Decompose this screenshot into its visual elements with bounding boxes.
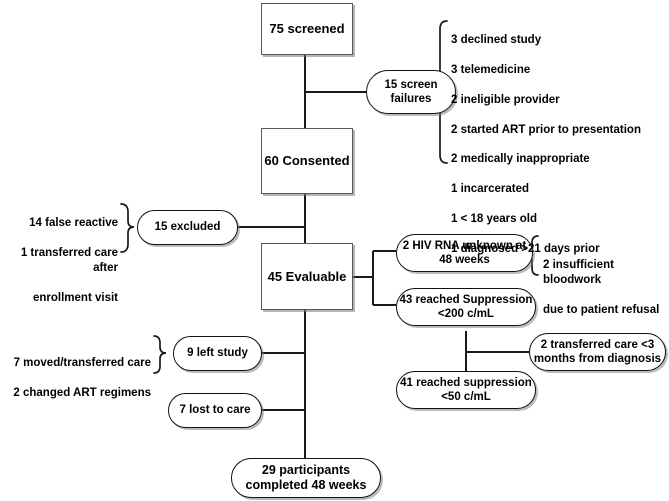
node-41-reached-suppression-50[interactable]: 41 reached suppression <50 c/mL — [396, 371, 536, 409]
annotation-hiv-rna-reason: 2 insufficient bloodwork due to patient … — [543, 243, 669, 333]
annotation-line: 1 < 18 years old — [451, 213, 537, 226]
node-label: 2 HIV RNA unknown at 48 weeks — [402, 239, 527, 266]
node-15-excluded[interactable]: 15 excluded — [137, 210, 238, 245]
annotation-line: 3 declined study — [451, 33, 542, 46]
node-15-screen-failures[interactable]: 15 screen failures — [366, 70, 456, 114]
annotation-screen-failure-reasons: 3 declined study 3 telemedicine 2 inelig… — [451, 18, 641, 272]
brace-exclusions — [120, 203, 135, 253]
annotation-line: 1 incarcerated — [451, 183, 529, 196]
node-2-transferred-care[interactable]: 2 transferred care <3 months from diagno… — [529, 333, 666, 371]
node-label: 43 reached Suppression <200 c/mL — [399, 293, 533, 320]
annotation-exclusion-reasons: 14 false reactive 1 transferred care aft… — [0, 201, 118, 321]
node-label: 15 excluded — [154, 221, 221, 234]
node-75-screened[interactable]: 75 screened — [261, 3, 353, 55]
annotation-line: due to patient refusal — [543, 303, 660, 316]
node-label: 41 reached suppression <50 c/mL — [400, 376, 532, 403]
annotation-line: 2 insufficient bloodwork — [543, 258, 614, 286]
brace-left-study — [153, 335, 167, 374]
annotation-line: 2 ineligible provider — [451, 93, 560, 106]
node-label: 45 Evaluable — [267, 268, 347, 284]
annotation-line: 3 telemedicine — [451, 63, 531, 76]
node-29-participants-completed[interactable]: 29 participants completed 48 weeks — [231, 458, 381, 498]
annotation-line: 2 changed ART regimens — [13, 386, 151, 399]
node-label: 7 lost to care — [179, 404, 251, 417]
node-label: 15 screen failures — [384, 78, 438, 105]
annotation-line: enrollment visit — [33, 291, 118, 304]
annotation-line: 14 false reactive — [29, 216, 118, 229]
node-9-left-study[interactable]: 9 left study — [173, 336, 262, 371]
annotation-line: 2 started ART prior to presentation — [451, 123, 641, 136]
node-7-lost-to-care[interactable]: 7 lost to care — [168, 393, 262, 428]
annotation-line: 7 moved/transferred care — [13, 356, 151, 369]
node-43-reached-suppression-200[interactable]: 43 reached Suppression <200 c/mL — [396, 288, 536, 326]
node-45-evaluable[interactable]: 45 Evaluable — [261, 243, 353, 310]
annotation-line: 1 diagnosed >21 days prior — [451, 243, 600, 256]
annotation-line: 2 medically inappropriate — [451, 153, 590, 166]
node-60-consented[interactable]: 60 Consented — [261, 128, 353, 194]
node-label: 2 transferred care <3 months from diagno… — [533, 338, 662, 365]
node-label: 75 screened — [269, 21, 345, 37]
node-2-hiv-rna-unknown[interactable]: 2 HIV RNA unknown at 48 weeks — [396, 234, 533, 272]
annotation-line: 1 transferred care after — [20, 246, 118, 274]
node-label: 60 Consented — [264, 153, 350, 169]
annotation-left-study-reasons: 7 moved/transferred care 2 changed ART r… — [0, 341, 151, 416]
node-label: 9 left study — [187, 347, 248, 360]
node-label: 29 participants completed 48 weeks — [245, 462, 367, 492]
